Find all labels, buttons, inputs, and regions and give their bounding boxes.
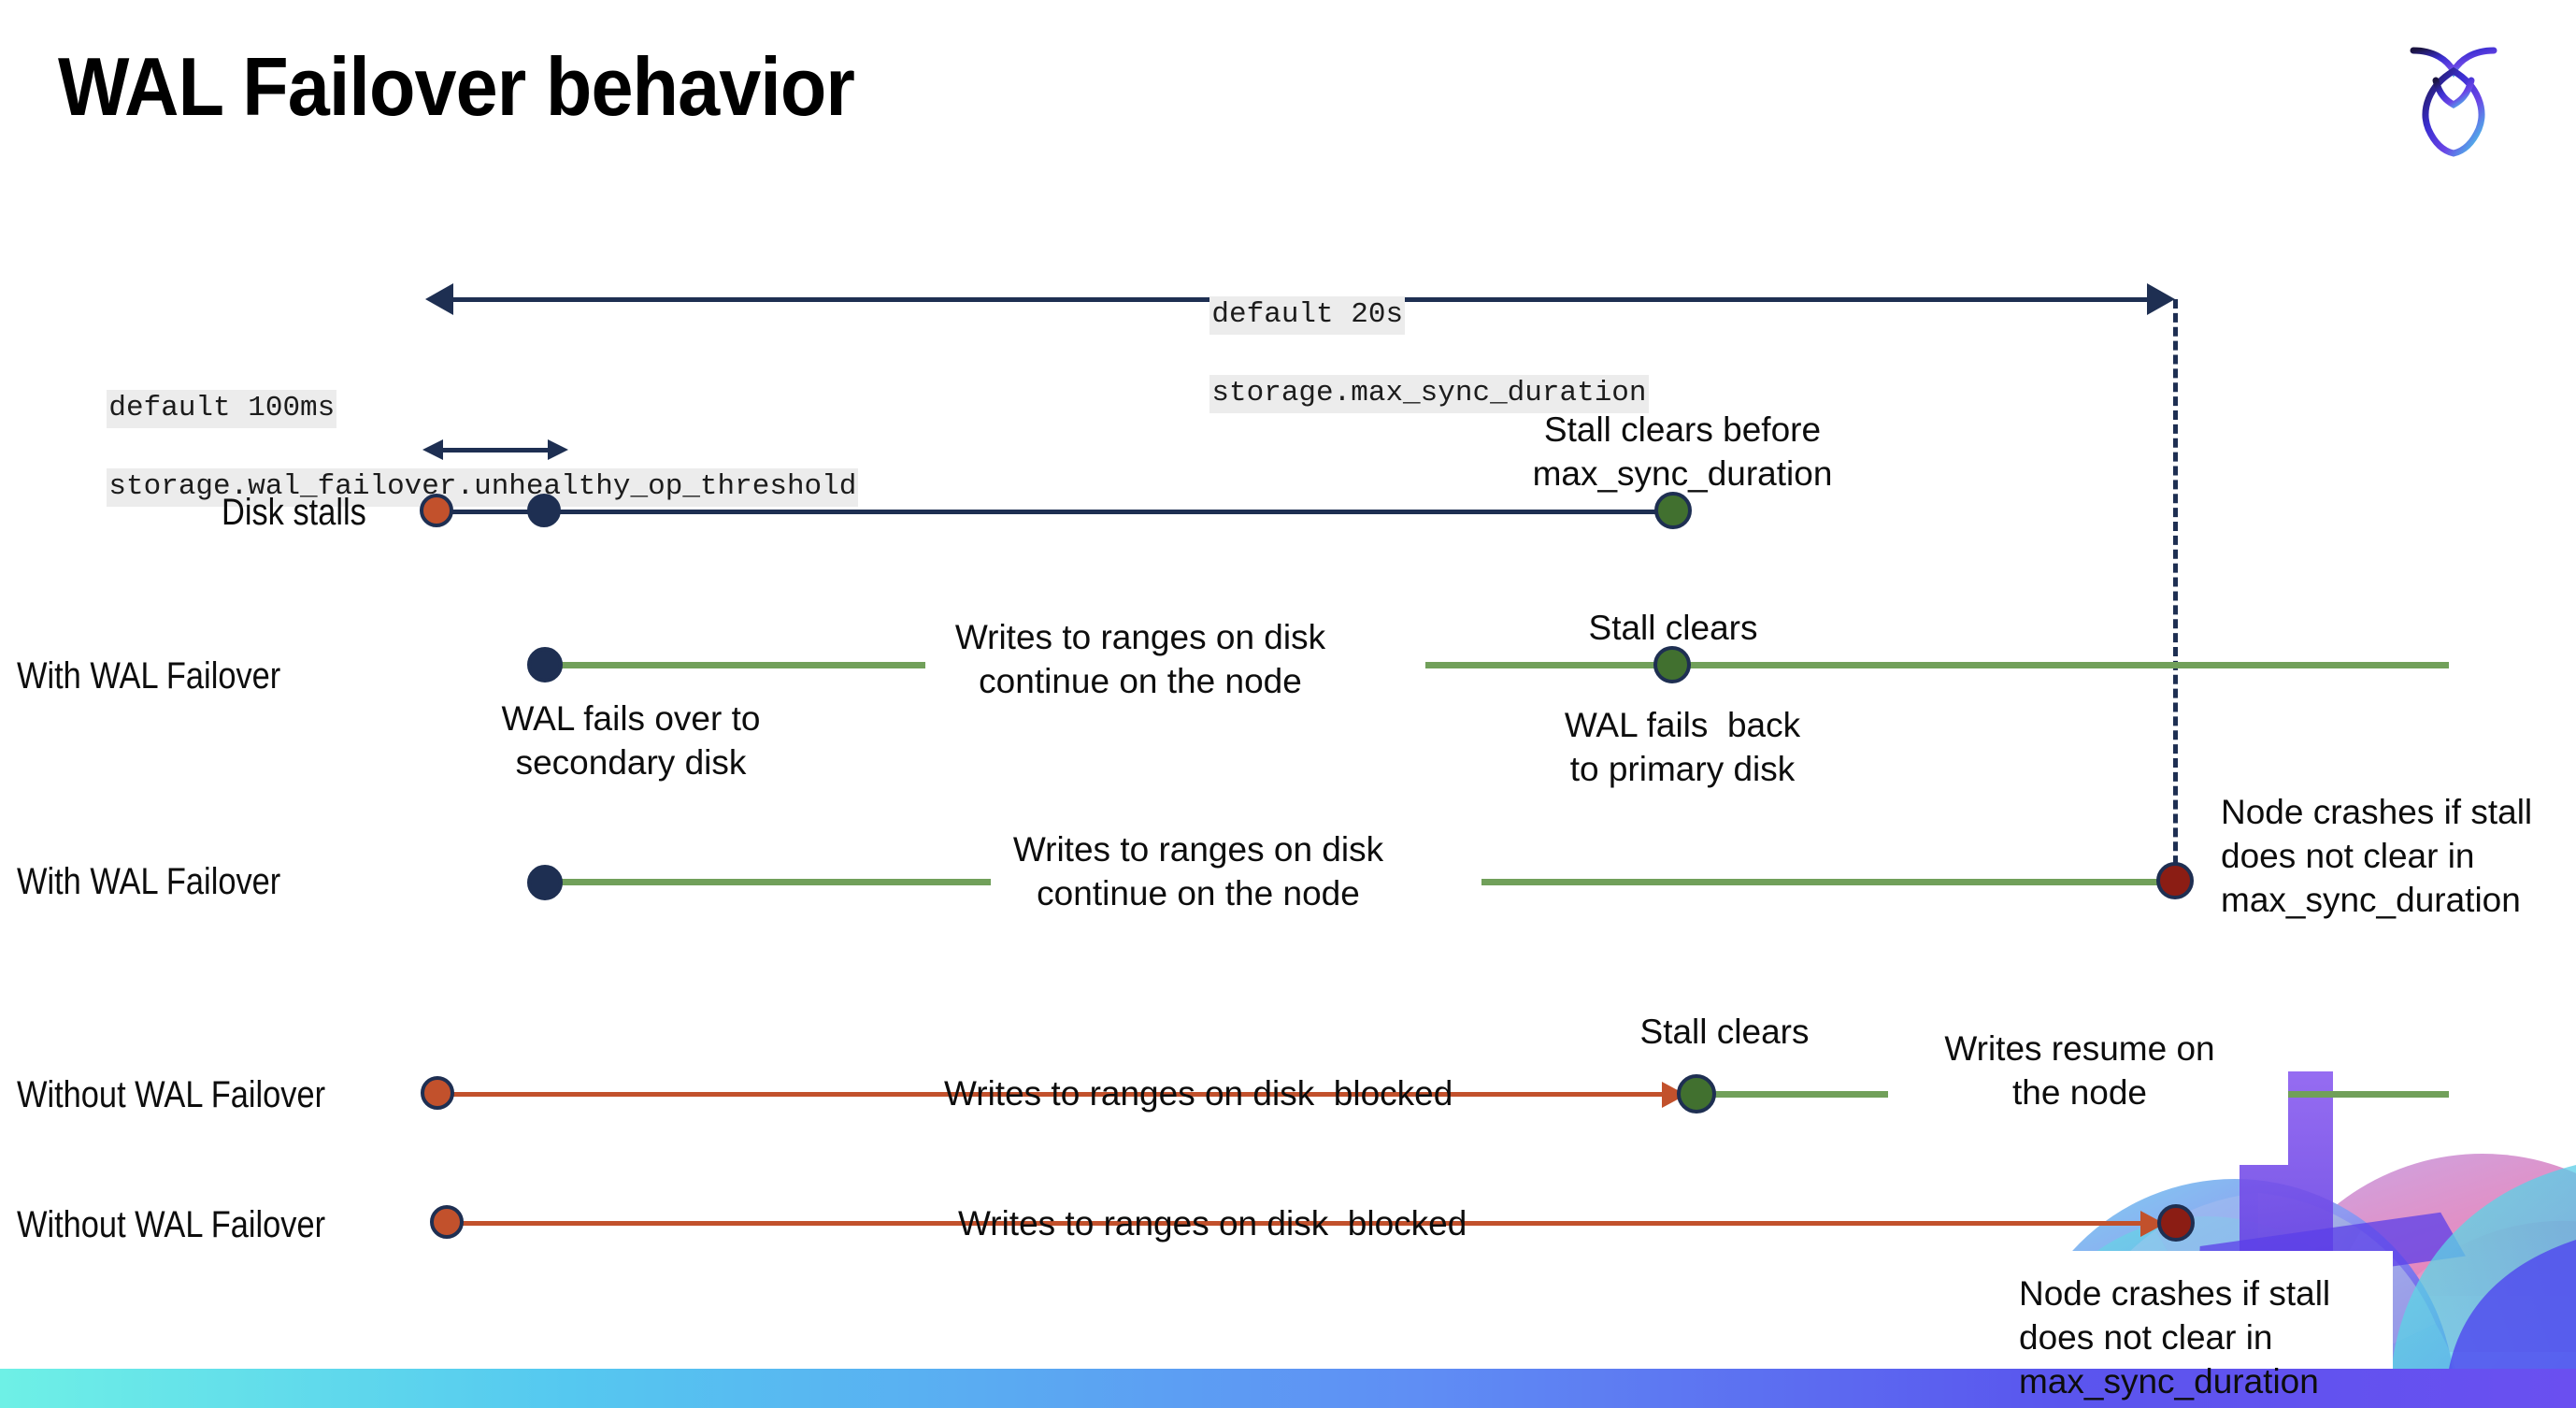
note-writes-continue-1: Writes to ranges on disk continue on the… <box>954 618 1326 700</box>
with-wal-failover-1-stall-clears-marker <box>1653 646 1691 683</box>
note-stall-clears-2: Stall clears <box>1639 1013 1810 1051</box>
without-wal-failover-2-stall-start-marker <box>430 1205 464 1239</box>
note-writes-resume: Writes resume on the node <box>1944 1029 2215 1112</box>
note-writes-continue-2: Writes to ranges on disk continue on the… <box>1012 830 1384 912</box>
row-label-without-wal-failover-2: Without WAL Failover <box>17 1204 326 1245</box>
unhealthy-default-value: default 100ms <box>107 390 337 428</box>
with-wal-failover-2-segment-b <box>1481 879 2175 885</box>
note-stall-clears-before-max-sync: Stall clears before max_sync_duration <box>1532 410 1833 493</box>
with-wal-failover-2-node-crash-marker <box>2156 862 2194 899</box>
note-writes-blocked-2: Writes to ranges on disk blocked <box>958 1204 1467 1243</box>
note-wal-fails-over-secondary: WAL fails over to secondary disk <box>501 699 761 782</box>
page-title: WAL Failover behavior <box>58 40 855 133</box>
disk-stall-start-marker <box>420 494 453 527</box>
with-wal-failover-1-segment-a <box>544 662 925 668</box>
max-sync-duration-deadline-dashed-line <box>2173 299 2178 879</box>
without-wal-failover-1-blocked-line <box>435 1092 1668 1097</box>
note-wal-fails-back-primary: WAL fails back to primary disk <box>1564 706 1801 788</box>
unhealthy-setting-name: storage.wal_failover.unhealthy_op_thresh… <box>107 468 859 507</box>
note-stall-clears-1: Stall clears <box>1588 609 1758 647</box>
row-label-without-wal-failover-1: Without WAL Failover <box>17 1074 326 1115</box>
row-label-disk-stalls: Disk stalls <box>222 492 366 533</box>
disk-stall-clears-marker <box>1654 492 1692 529</box>
max-sync-default-value: default 20s <box>1209 296 1406 335</box>
unhealthy-span-right-arrowhead <box>548 439 568 460</box>
without-wal-failover-1-resume-segment-far <box>2288 1091 2449 1098</box>
row-label-with-wal-failover-2: With WAL Failover <box>17 861 281 902</box>
wal-failover-trigger-marker <box>527 494 561 527</box>
without-wal-failover-2-blocked-line <box>447 1221 2157 1226</box>
max-sync-setting-name: storage.max_sync_duration <box>1209 375 1649 413</box>
unhealthy-op-threshold-annotation: default 100ms storage.wal_failover.unhea… <box>37 350 859 546</box>
note-node-crashes-2: Node crashes if stall does not clear in … <box>2019 1274 2331 1401</box>
max-sync-duration-annotation: default 20s storage.max_sync_duration <box>1140 256 1649 453</box>
without-wal-failover-1-stall-clears-marker <box>1677 1074 1716 1113</box>
note-writes-blocked-1: Writes to ranges on disk blocked <box>944 1074 1453 1113</box>
without-wal-failover-1-resume-segment <box>1707 1091 1888 1098</box>
wal-fails-over-marker <box>527 647 563 682</box>
max-sync-span-right-arrowhead <box>2147 283 2175 315</box>
row-label-with-wal-failover-1: With WAL Failover <box>17 655 281 697</box>
with-wal-failover-1-segment-b <box>1425 662 2449 668</box>
note-node-crashes-1: Node crashes if stall does not clear in … <box>2221 793 2533 919</box>
with-wal-failover-2-segment-a <box>544 879 991 885</box>
cockroachdb-logo-icon <box>2393 28 2514 168</box>
bottom-gradient-bar <box>0 1369 2576 1408</box>
without-wal-failover-1-stall-start-marker <box>421 1076 454 1110</box>
unhealthy-threshold-span-line <box>437 448 550 453</box>
without-wal-failover-2-node-crash-marker <box>2157 1204 2195 1242</box>
with-wal-failover-2-start-marker <box>527 865 563 900</box>
max-sync-span-left-arrowhead <box>425 283 453 315</box>
unhealthy-span-left-arrowhead <box>422 439 443 460</box>
disk-stalls-timeline <box>436 510 1675 514</box>
